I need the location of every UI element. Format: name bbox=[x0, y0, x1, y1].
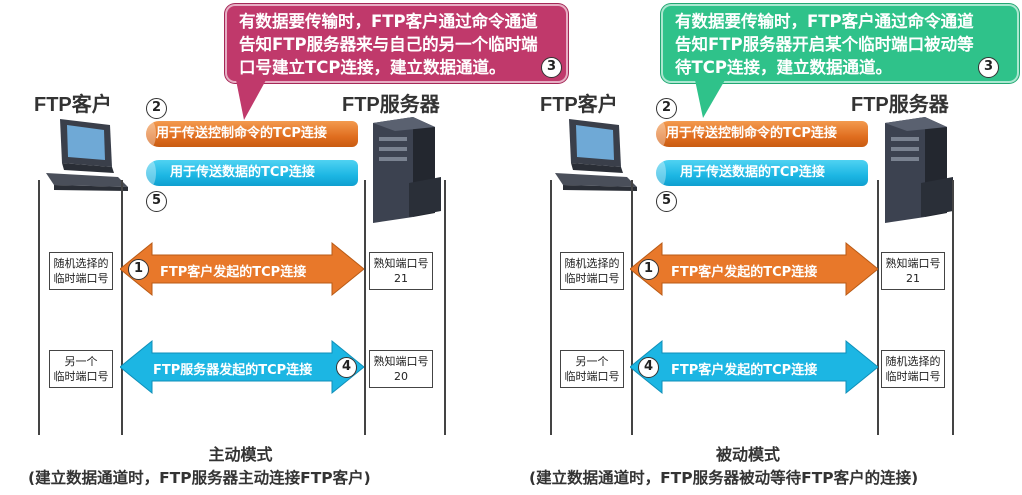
step-5-badge: 5 bbox=[146, 191, 167, 212]
client-port1-line2: 临时端口号 bbox=[564, 272, 620, 285]
control-connection-pipe: 用于传送控制命令的TCP连接 bbox=[146, 121, 358, 147]
server-icon bbox=[373, 117, 441, 223]
step-1-badge: 1 bbox=[638, 259, 659, 280]
callout-line1: 有数据要传输时，FTP客户通过命令通道 bbox=[239, 12, 538, 31]
server-lifeline-right bbox=[952, 180, 954, 435]
control-pipe-label: 用于传送控制命令的TCP连接 bbox=[666, 126, 837, 141]
control-connection-pipe: 用于传送控制命令的TCP连接 bbox=[656, 121, 868, 147]
client-label: FTP客户 bbox=[34, 94, 112, 116]
server-lifeline-left bbox=[877, 180, 879, 435]
client-port-box-1: 随机选择的 临时端口号 bbox=[49, 252, 113, 290]
mode-title: 主动模式 bbox=[208, 445, 273, 464]
server-lifeline-right bbox=[444, 180, 446, 435]
client-initiated-arrow bbox=[120, 241, 364, 297]
data-pipe-label: 用于传送数据的TCP连接 bbox=[680, 165, 825, 180]
data-connection-pipe: 用于传送数据的TCP连接 bbox=[656, 160, 868, 186]
callout-line2: 告知FTP服务器开启某个临时端口被动等 bbox=[675, 35, 974, 54]
callout-tail bbox=[236, 80, 266, 120]
client-initiated-arrow bbox=[630, 241, 878, 297]
server-icon bbox=[885, 117, 953, 223]
callout-line3: 口号建立TCP连接，建立数据通道。 bbox=[239, 58, 506, 77]
step-5-badge: 5 bbox=[656, 191, 677, 212]
callout-line3: 待TCP连接，建立数据通道。 bbox=[675, 58, 892, 77]
client-port2-line2: 临时端口号 bbox=[564, 370, 620, 383]
client-data-arrow bbox=[630, 339, 878, 395]
server-port2-line2: 20 bbox=[394, 370, 408, 383]
arrow2-label: FTP服务器发起的TCP连接 bbox=[153, 363, 313, 378]
step-4-badge: 4 bbox=[336, 357, 357, 378]
client-lifeline-right bbox=[121, 180, 123, 435]
step-2-badge: 2 bbox=[656, 98, 677, 119]
data-connection-pipe: 用于传送数据的TCP连接 bbox=[146, 160, 358, 186]
client-port-box-2: 另一个 临时端口号 bbox=[49, 350, 113, 388]
server-port-box-1: 熟知端口号 21 bbox=[881, 252, 945, 290]
client-port2-line1: 另一个 bbox=[575, 355, 609, 368]
client-port1-line1: 随机选择的 bbox=[564, 257, 620, 270]
step-4-badge: 4 bbox=[638, 357, 659, 378]
client-lifeline-right bbox=[631, 180, 633, 435]
client-port-box-1: 随机选择的 临时端口号 bbox=[560, 252, 624, 290]
server-port1-line2: 21 bbox=[394, 272, 408, 285]
arrow1-label: FTP客户发起的TCP连接 bbox=[160, 265, 307, 280]
server-initiated-arrow bbox=[120, 339, 364, 395]
step-3-badge: 3 bbox=[541, 57, 562, 78]
client-label: FTP客户 bbox=[540, 94, 618, 116]
step-3-badge: 3 bbox=[978, 57, 999, 78]
computer-icon bbox=[46, 119, 128, 191]
mode-title: 被动模式 bbox=[716, 445, 781, 464]
passive-callout: 有数据要传输时，FTP客户通过命令通道 告知FTP服务器开启某个临时端口被动等 … bbox=[661, 4, 1019, 83]
step-2-badge: 2 bbox=[146, 98, 167, 119]
callout-line1: 有数据要传输时，FTP客户通过命令通道 bbox=[675, 12, 974, 31]
computer-icon bbox=[555, 119, 637, 191]
server-port1-line2: 21 bbox=[906, 272, 920, 285]
control-pipe-label: 用于传送控制命令的TCP连接 bbox=[156, 126, 327, 141]
client-port1-line2: 临时端口号 bbox=[53, 272, 109, 285]
server-port-box-1: 熟知端口号 21 bbox=[369, 252, 433, 290]
callout-line2: 告知FTP服务器来与自己的另一个临时端 bbox=[239, 35, 538, 54]
mode-subtitle: (建立数据通道时，FTP服务器被动等待FTP客户的连接) bbox=[529, 469, 919, 487]
client-port1-line1: 随机选择的 bbox=[53, 257, 109, 270]
client-lifeline-left bbox=[38, 180, 40, 435]
server-port2-line1: 随机选择的 bbox=[885, 355, 941, 368]
server-lifeline-left bbox=[364, 180, 366, 435]
active-callout: 有数据要传输时，FTP客户通过命令通道 告知FTP服务器来与自己的另一个临时端 … bbox=[225, 4, 568, 83]
server-port1-line1: 熟知端口号 bbox=[885, 257, 941, 270]
server-label: FTP服务器 bbox=[342, 94, 440, 116]
client-lifeline-left bbox=[550, 180, 552, 435]
mode-subtitle: (建立数据通道时，FTP服务器主动连接FTP客户) bbox=[28, 469, 371, 487]
arrow2-label: FTP客户发起的TCP连接 bbox=[671, 363, 818, 378]
data-pipe-label: 用于传送数据的TCP连接 bbox=[170, 165, 315, 180]
server-port2-line2: 临时端口号 bbox=[885, 370, 941, 383]
step-1-badge: 1 bbox=[128, 259, 149, 280]
active-mode-panel: 有数据要传输时，FTP客户通过命令通道 告知FTP服务器来与自己的另一个临时端 … bbox=[28, 4, 568, 487]
server-label: FTP服务器 bbox=[851, 94, 949, 116]
server-port-box-2: 熟知端口号 20 bbox=[369, 350, 433, 388]
callout-tail bbox=[695, 80, 725, 118]
arrow1-label: FTP客户发起的TCP连接 bbox=[671, 265, 818, 280]
server-port2-line1: 熟知端口号 bbox=[373, 355, 429, 368]
passive-mode-panel: 有数据要传输时，FTP客户通过命令通道 告知FTP服务器开启某个临时端口被动等 … bbox=[511, 0, 1022, 495]
client-port2-line2: 临时端口号 bbox=[53, 370, 109, 383]
client-port2-line1: 另一个 bbox=[64, 355, 98, 368]
client-port-box-2: 另一个 临时端口号 bbox=[560, 350, 624, 388]
server-port-box-2: 随机选择的 临时端口号 bbox=[881, 350, 945, 388]
server-port1-line1: 熟知端口号 bbox=[373, 257, 429, 270]
